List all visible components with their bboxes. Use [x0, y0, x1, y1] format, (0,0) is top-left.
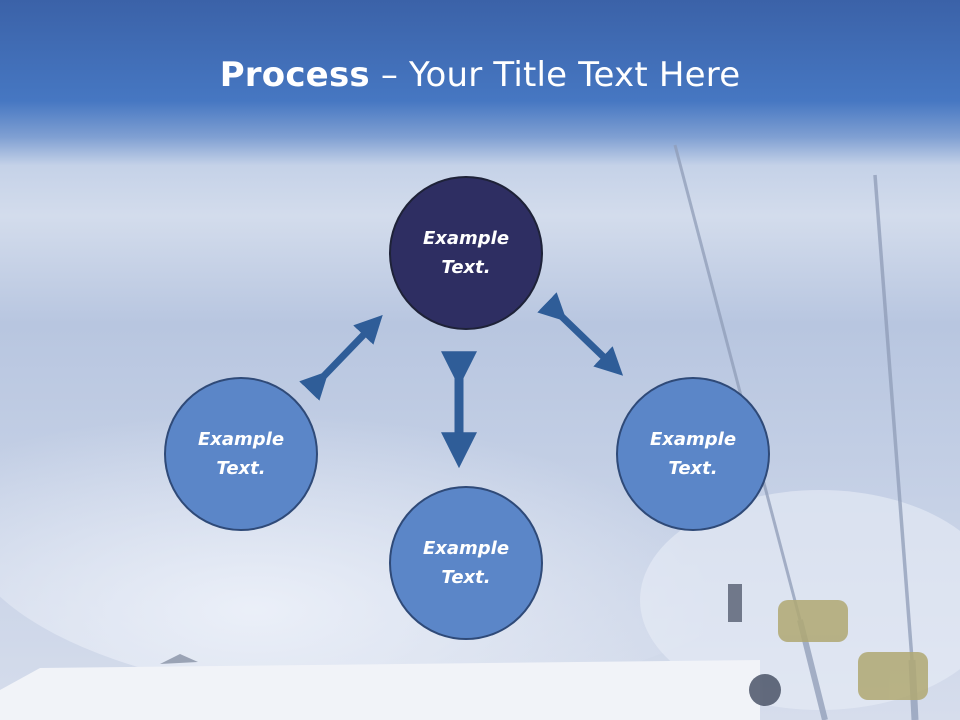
title-bold: Process: [219, 55, 370, 95]
node-right-label: Example Text.: [649, 429, 737, 479]
node-left-label: Example Text.: [197, 429, 285, 479]
node-top: Example Text.: [389, 176, 543, 330]
slide-title: Process – Your Title Text Here: [0, 52, 960, 98]
node-bottom-label: Example Text.: [422, 538, 510, 588]
node-top-label: Example Text.: [422, 228, 510, 278]
node-bottom: Example Text.: [389, 486, 543, 640]
node-right: Example Text.: [616, 377, 770, 531]
title-rest: – Your Title Text Here: [369, 55, 741, 95]
node-left: Example Text.: [164, 377, 318, 531]
